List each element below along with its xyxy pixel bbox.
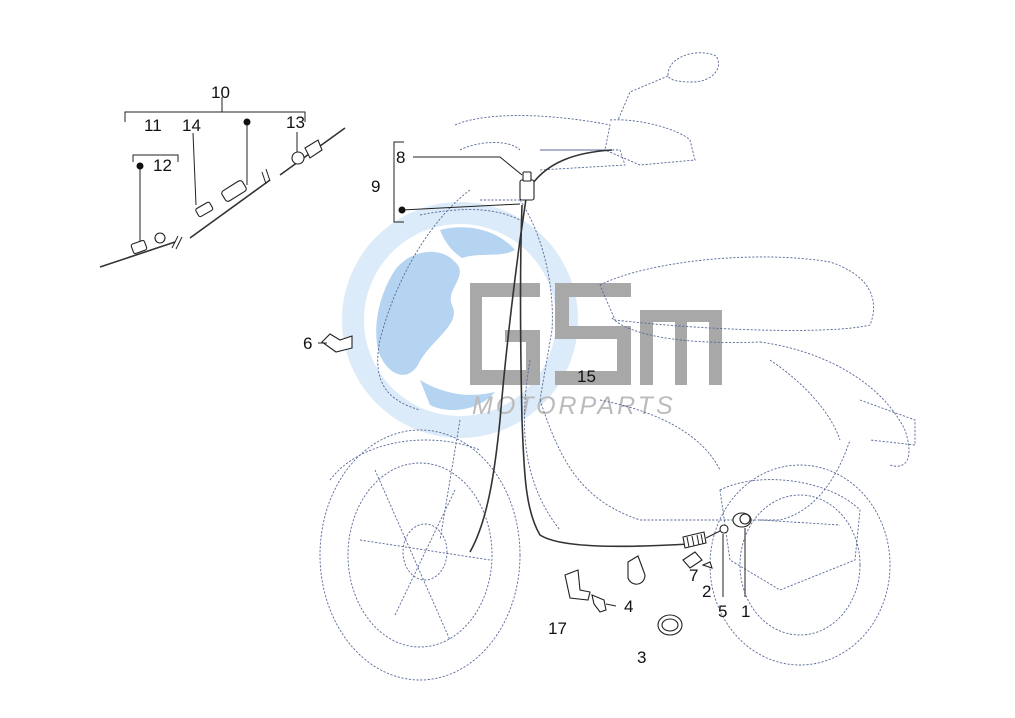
watermark-tagline: MOTORPARTS: [472, 392, 676, 420]
small-parts: [318, 333, 746, 636]
scooter-outline: [319, 52, 916, 681]
watermark: MOTORPARTS: [342, 202, 722, 438]
cable-assembly: [469, 149, 752, 553]
gsm-letters: [470, 283, 722, 385]
bracket-8-9: [393, 141, 523, 223]
callout-14: 14: [182, 116, 201, 135]
callout-11: 11: [144, 116, 162, 135]
callout-3: 3: [637, 648, 646, 667]
callout-4: 4: [624, 597, 633, 616]
globe-logo-icon: [342, 202, 578, 438]
callout-8: 8: [396, 148, 405, 167]
callout-1: 1: [741, 602, 750, 621]
callout-17: 17: [548, 619, 567, 638]
callout-2: 2: [702, 582, 711, 601]
callout-13: 13: [286, 113, 305, 132]
callout-9: 9: [371, 177, 380, 196]
callout-5: 5: [718, 602, 727, 621]
callout-15: 15: [577, 367, 596, 386]
callout-12: 12: [153, 156, 172, 175]
callout-10: 10: [211, 83, 230, 102]
callout-labels: 10 11 14 13 12 8 9 6 15 7 2 4 5 1 17 3: [144, 83, 750, 667]
callout-7: 7: [689, 566, 698, 585]
callout-6: 6: [303, 334, 312, 353]
exploded-cable: [99, 97, 346, 268]
